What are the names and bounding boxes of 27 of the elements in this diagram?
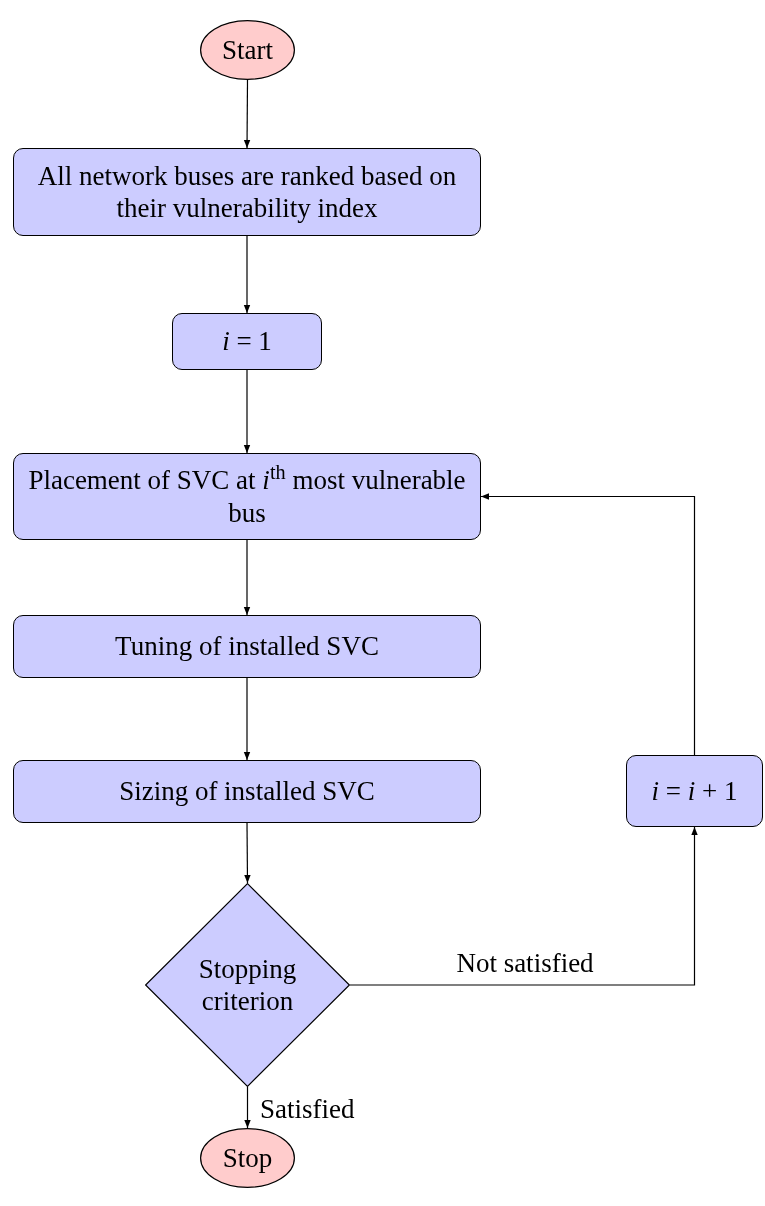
arrow [480,493,696,756]
process-box [13,760,481,823]
arrow [243,79,251,149]
process-box [172,313,322,370]
process-box [13,615,481,678]
arrow [349,826,698,986]
node-label: Start [222,33,273,67]
arrow [244,1086,251,1129]
start-terminal [200,20,295,80]
node-label: All network buses are ranked based on their vulnerability index [36,159,458,225]
node-label: i = 1 [222,325,272,358]
arrow [243,369,251,454]
arrow [243,539,251,616]
decision-diamond [145,883,350,1087]
node-label: Stop [222,1141,273,1175]
stop-terminal [200,1128,295,1188]
node-label: i = i + 1 [651,774,738,808]
arrow [243,235,251,314]
process-box [13,453,481,540]
node-label: Placement of SVC at i$^{th}$ most vulnerable bus [27,464,467,529]
process-box [13,148,481,236]
node-label: Sizing of installed SVC [119,775,375,808]
arrow [243,677,251,761]
node-label: Tuning of installed SVC [115,630,379,663]
arrow [244,822,251,884]
node-label: Stopping criterion [197,952,298,1018]
process-box [626,755,763,827]
